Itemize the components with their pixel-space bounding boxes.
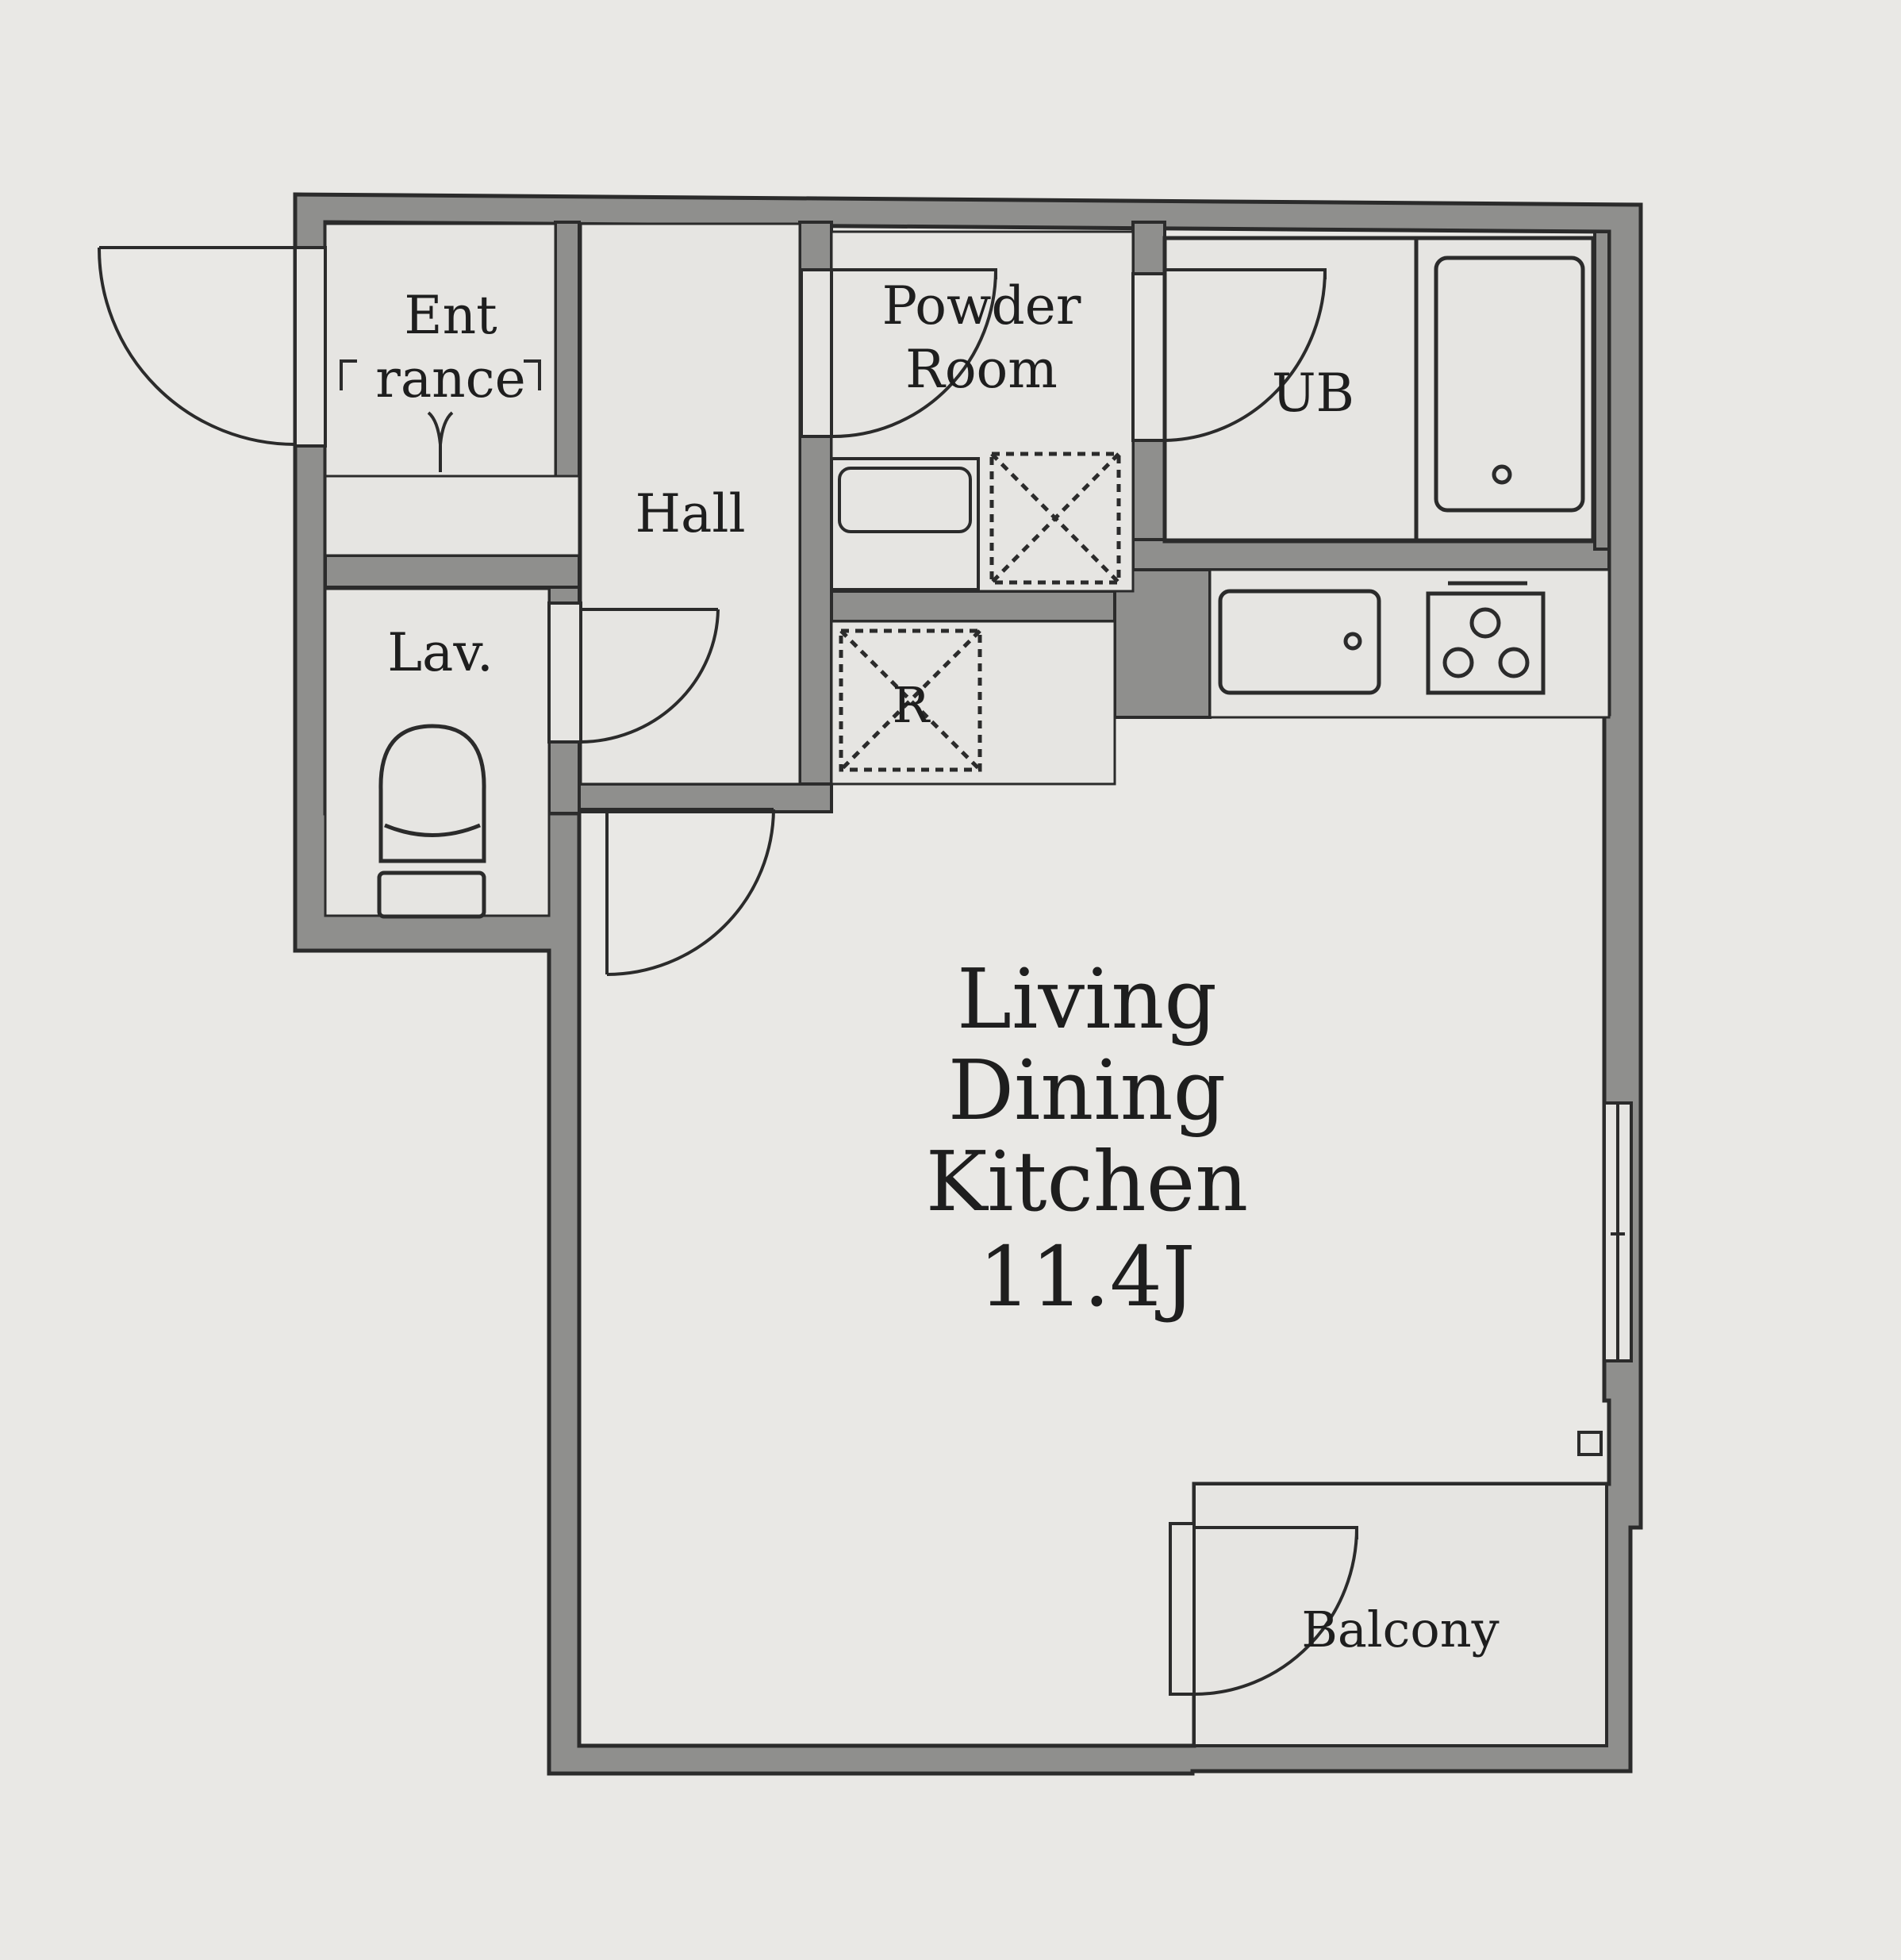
lavatory-label: Lav. <box>387 622 493 683</box>
powder-room-door <box>800 268 997 439</box>
refrigerator-label: R <box>893 676 931 734</box>
balcony-door <box>1169 1522 1358 1696</box>
ldk-area-label: 11.4J <box>978 1228 1195 1325</box>
ldk-label-line2: Dining <box>948 1042 1226 1139</box>
bathtub-icon <box>1162 236 1596 544</box>
washing-machine-space-icon <box>989 452 1121 585</box>
entrance-label-line1: Ent <box>404 285 497 346</box>
ldk-label-line1: Living <box>957 951 1217 1047</box>
hall-door <box>579 808 775 976</box>
entrance-label-line2: rance <box>375 348 525 409</box>
room-floors <box>324 222 1611 917</box>
window-icon <box>1603 1101 1633 1362</box>
lav-door <box>547 601 720 744</box>
powder-room-label-line1: Powder <box>882 275 1081 336</box>
unit-bath-door <box>1131 268 1327 442</box>
refrigerator-space-icon <box>839 628 982 772</box>
gas-stove-icon <box>1426 581 1546 695</box>
entrance-door <box>97 246 327 448</box>
washbasin-icon <box>830 457 980 591</box>
shoe-closet <box>324 475 581 557</box>
unit-bath-label: UB <box>1272 363 1354 424</box>
toilet-icon <box>377 724 486 919</box>
ldk-label-line3: Kitchen <box>926 1133 1249 1230</box>
powder-room-label-line2: Room <box>905 339 1058 400</box>
pipe-shaft <box>1577 1431 1603 1456</box>
kitchen-sink-icon <box>1218 589 1381 695</box>
balcony-label: Balcony <box>1301 1601 1499 1658</box>
hall-label: Hall <box>635 483 745 544</box>
entrance-step <box>340 359 541 472</box>
